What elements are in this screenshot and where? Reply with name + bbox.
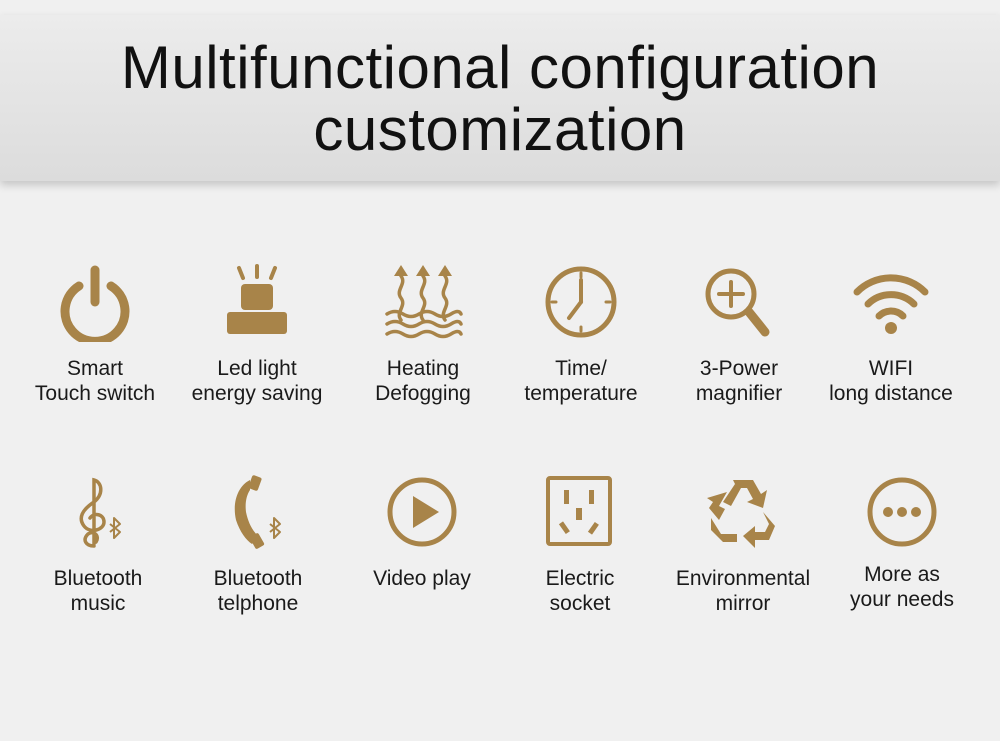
feature-video-play: Video play — [337, 472, 507, 591]
more-icon — [867, 477, 937, 547]
feature-label: Heating Defogging — [375, 357, 471, 405]
feature-label: Smart Touch switch — [34, 357, 156, 405]
led-light-icon — [227, 264, 287, 334]
feature-wifi: WIFI long distance — [806, 262, 976, 406]
feature-label: Bluetooth telphone — [213, 567, 303, 615]
power-icon — [60, 265, 130, 342]
title-line-2: customization — [313, 96, 687, 163]
feature-time-temperature: Time/ temperature — [496, 262, 666, 406]
feature-heating-defogging: Heating Defogging — [338, 262, 508, 406]
phone-bluetooth-icon — [234, 475, 281, 549]
play-icon — [387, 477, 457, 547]
page-title: Multifunctional configuration customizat… — [0, 15, 1000, 161]
magnifier-icon — [705, 268, 770, 337]
feature-bluetooth-telephone: Bluetooth telphone — [173, 472, 343, 616]
feature-electric-socket: Electric socket — [495, 472, 665, 616]
feature-label: Electric socket — [545, 567, 615, 615]
feature-magnifier: 3-Power magnifier — [654, 262, 824, 406]
feature-label: 3-Power magnifier — [695, 357, 783, 405]
feature-environmental-mirror: Environmental mirror — [658, 472, 828, 616]
feature-label: Bluetooth music — [53, 567, 143, 615]
header-banner: Multifunctional configuration customizat… — [0, 15, 1000, 181]
feature-bluetooth-music: Bluetooth music — [13, 472, 183, 616]
feature-label: WIFI long distance — [829, 357, 953, 405]
socket-icon — [546, 476, 612, 546]
recycle-icon — [707, 480, 775, 548]
title-line-1: Multifunctional configuration — [120, 34, 880, 101]
feature-smart-touch-switch: Smart Touch switch — [10, 262, 180, 406]
feature-led-light: Led light energy saving — [172, 262, 342, 406]
feature-label: Led light energy saving — [191, 357, 323, 405]
feature-label: Environmental mirror — [675, 567, 811, 615]
heating-icon — [385, 265, 463, 339]
feature-more: More as your needs — [817, 472, 987, 612]
feature-label: More as your needs — [850, 563, 954, 611]
feature-label: Video play — [373, 567, 471, 590]
music-bluetooth-icon — [79, 477, 121, 548]
wifi-icon — [853, 274, 929, 334]
feature-label: Time/ temperature — [524, 357, 638, 405]
bottom-band — [0, 741, 1000, 755]
clock-icon — [545, 266, 617, 338]
